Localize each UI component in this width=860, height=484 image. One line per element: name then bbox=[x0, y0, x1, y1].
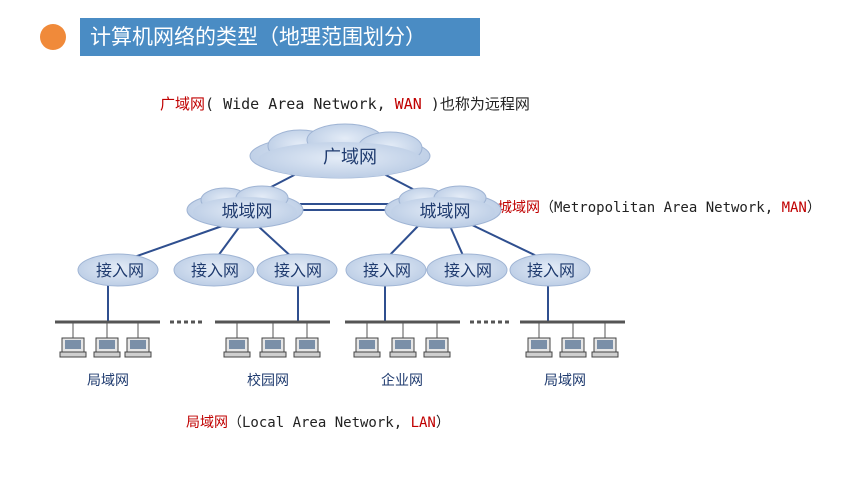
computer-icon bbox=[559, 322, 587, 358]
lan-caption: 局域网（Local Area Network, LAN） bbox=[186, 412, 450, 432]
lan-labels: 局域网 校园网 企业网 局域网 bbox=[87, 372, 586, 389]
wan-node-label: 广域网 bbox=[323, 147, 377, 168]
access-cloud-5: 接入网 bbox=[426, 253, 508, 287]
access-node-label-6: 接入网 bbox=[527, 261, 575, 280]
access-cloud-1: 接入网 bbox=[77, 253, 159, 287]
man-cloud-left: 城域网 bbox=[186, 185, 304, 229]
lan-label-2: 校园网 bbox=[247, 372, 289, 389]
lan-close: ） bbox=[435, 415, 450, 431]
man-term: 城域网 bbox=[498, 200, 540, 216]
wan-open: ( Wide Area Network, bbox=[205, 95, 395, 113]
lan-abbr: LAN bbox=[410, 415, 436, 431]
computer-icon bbox=[259, 322, 287, 358]
wan-term: 广域网 bbox=[160, 95, 206, 113]
man-node-label-left: 城域网 bbox=[222, 202, 273, 222]
man-cloud-right: 城域网 bbox=[384, 185, 502, 229]
wan-close: )也称为远程网 bbox=[421, 95, 530, 113]
wan-abbr: WAN bbox=[394, 95, 422, 113]
access-clouds: 接入网 接入网 接入网 接入网 接入网 接入网 bbox=[77, 253, 591, 287]
wan-cloud: 广域网 bbox=[249, 123, 431, 179]
computer-icon bbox=[59, 322, 87, 358]
computer-icon bbox=[93, 322, 121, 358]
page-title: 计算机网络的类型（地理范围划分） bbox=[80, 18, 480, 56]
access-cloud-6: 接入网 bbox=[509, 253, 591, 287]
lan-label-3: 企业网 bbox=[381, 372, 423, 389]
access-node-label-2: 接入网 bbox=[191, 261, 239, 280]
man-abbr: MAN bbox=[781, 200, 807, 216]
access-cloud-2: 接入网 bbox=[173, 253, 255, 287]
wan-caption: 广域网( Wide Area Network, WAN )也称为远程网 bbox=[160, 93, 530, 114]
man-open: （Metropolitan Area Network, bbox=[540, 200, 782, 216]
access-node-label-1: 接入网 bbox=[96, 261, 144, 280]
man-close: ） bbox=[806, 200, 821, 216]
man-node-label-right: 城域网 bbox=[420, 202, 471, 222]
computer-icon bbox=[525, 322, 553, 358]
lan-term: 局域网 bbox=[186, 415, 228, 431]
lan-open: （Local Area Network, bbox=[228, 415, 411, 431]
access-cloud-4: 接入网 bbox=[345, 253, 427, 287]
title-bullet-icon bbox=[40, 24, 66, 50]
access-node-label-4: 接入网 bbox=[363, 261, 411, 280]
computer-icon bbox=[591, 322, 619, 358]
access-cloud-3: 接入网 bbox=[256, 253, 338, 287]
computer-icon bbox=[124, 322, 152, 358]
man-caption: 城域网（Metropolitan Area Network, MAN） bbox=[498, 197, 821, 217]
computer-icon bbox=[353, 322, 381, 358]
computer-icon bbox=[293, 322, 321, 358]
computer-icon bbox=[389, 322, 417, 358]
access-node-label-5: 接入网 bbox=[444, 261, 492, 280]
lan-label-1: 局域网 bbox=[87, 373, 129, 389]
access-node-label-3: 接入网 bbox=[274, 261, 322, 280]
computer-icon bbox=[223, 322, 251, 358]
computers bbox=[59, 322, 619, 358]
computer-icon bbox=[423, 322, 451, 358]
lan-label-4: 局域网 bbox=[544, 373, 586, 389]
